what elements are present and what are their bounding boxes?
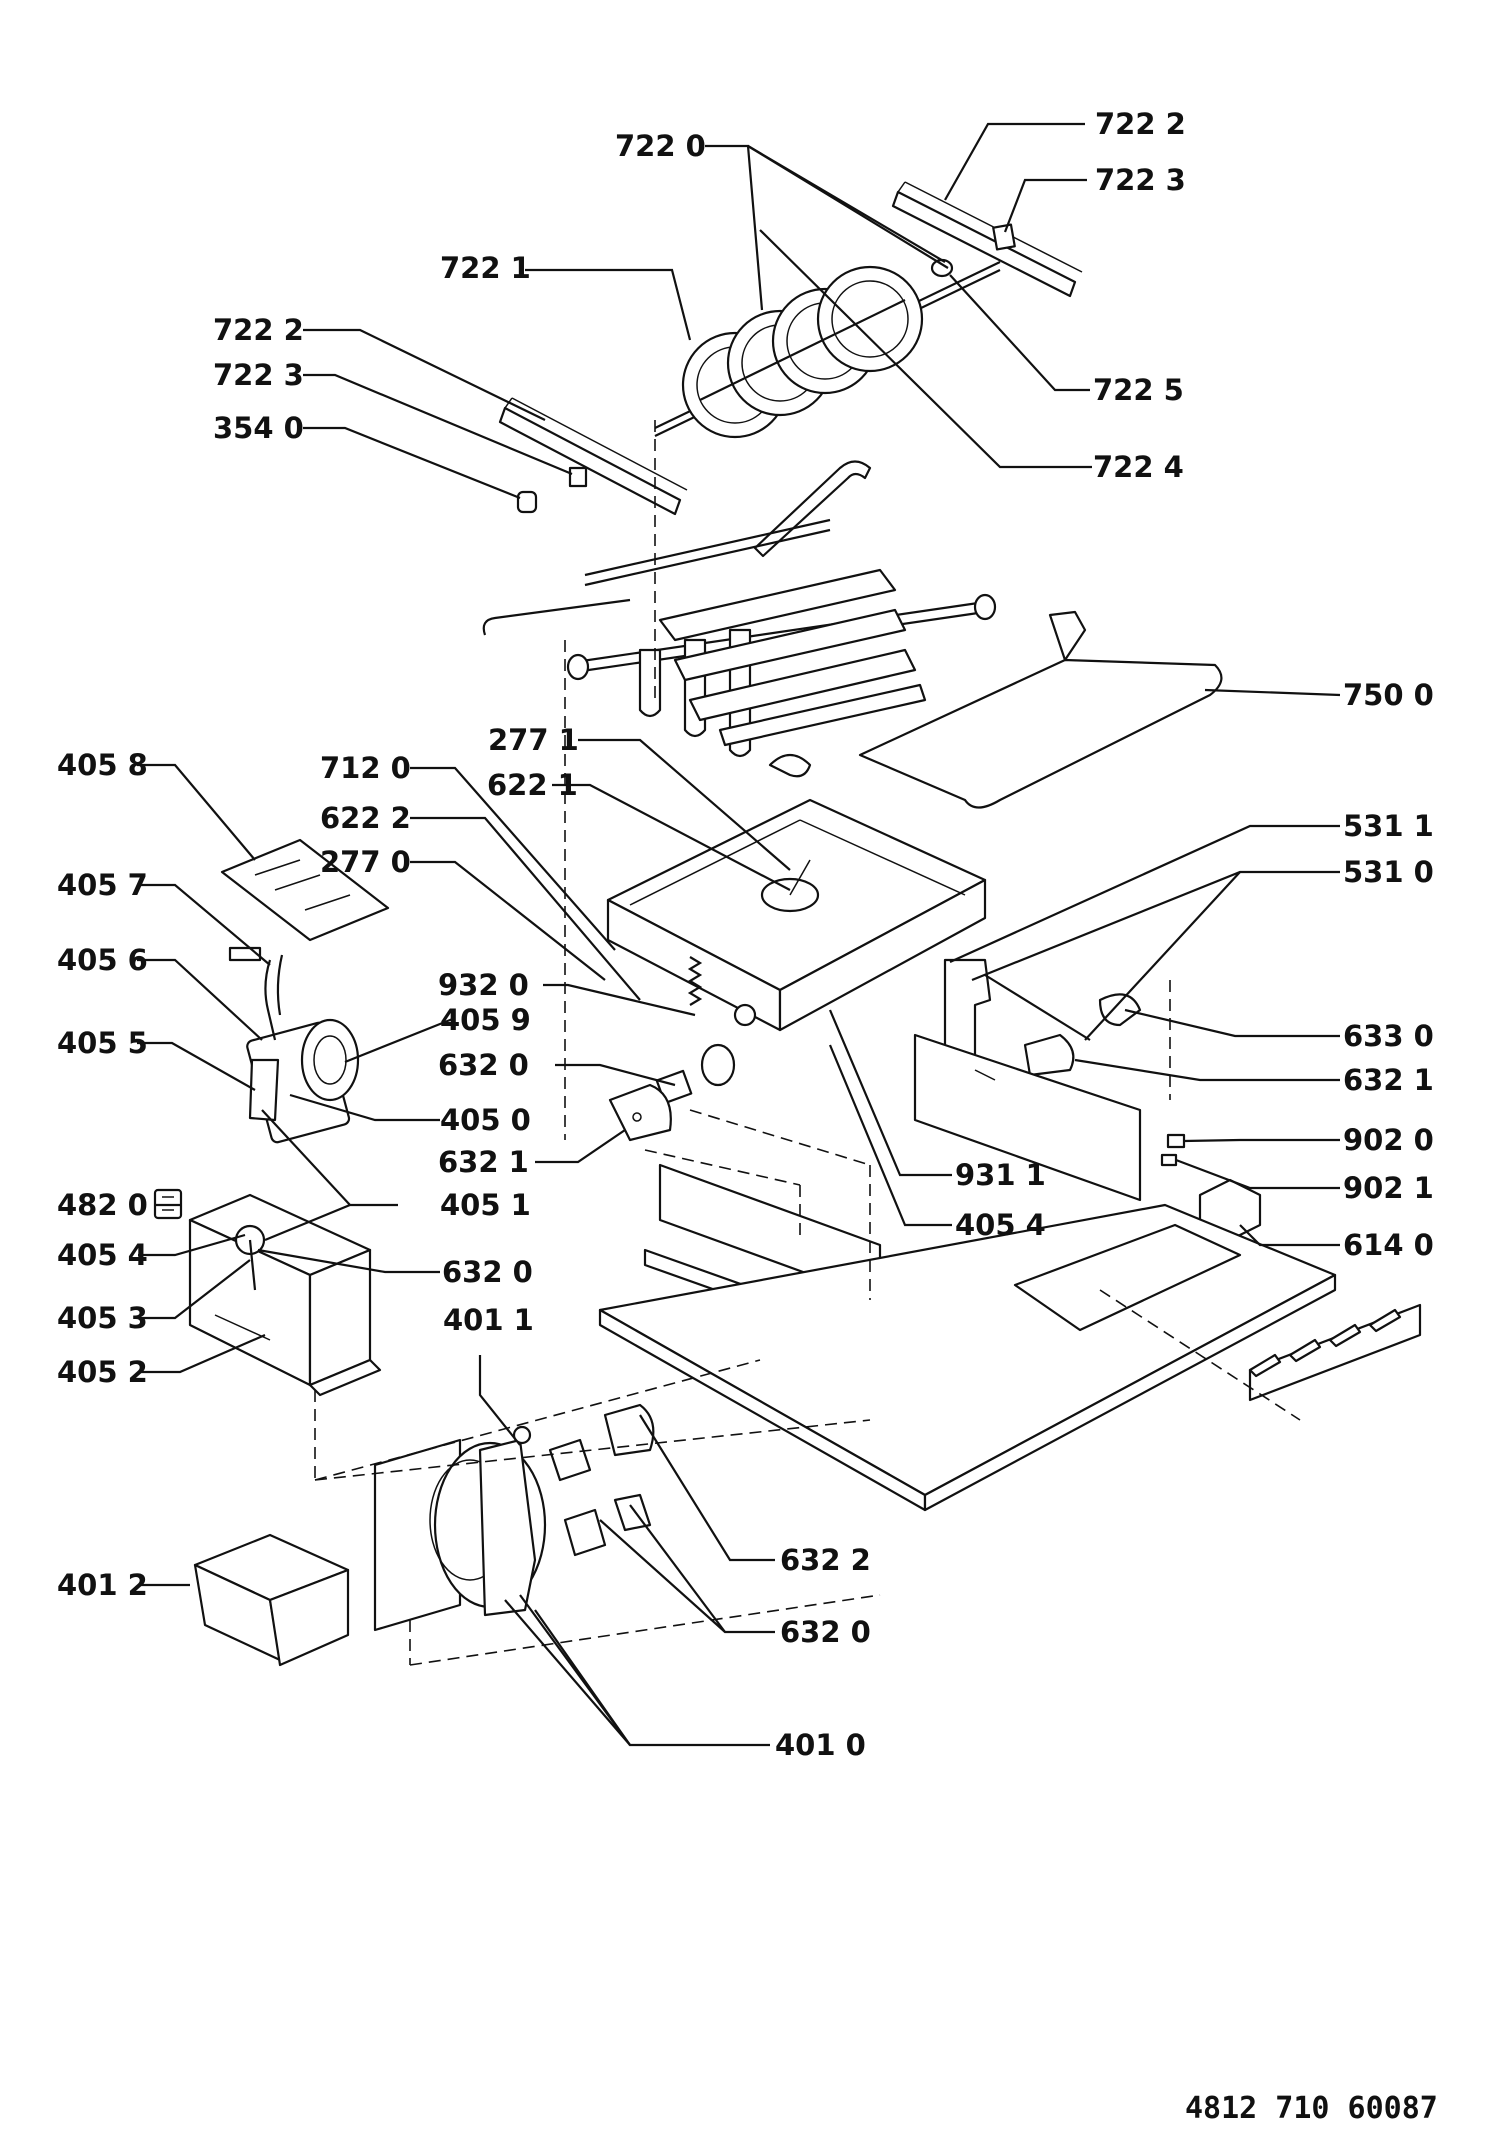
callout-4820: 482 0 xyxy=(57,1188,148,1222)
callout-2770: 277 0 xyxy=(320,845,411,879)
callout-6221: 622 1 xyxy=(487,768,578,802)
ice-tray-part-7120 xyxy=(606,753,987,1032)
callout-labels: 722 2 722 3 722 0 722 1 722 2 722 3 722 … xyxy=(57,107,1434,1762)
callout-7222-a: 722 2 xyxy=(1095,107,1186,141)
callout-5311: 531 1 xyxy=(1343,809,1434,843)
connector-part-9020 xyxy=(1160,1133,1186,1167)
callout-7223-b: 722 3 xyxy=(213,358,304,392)
switch-part-6330 xyxy=(1098,993,1142,1027)
callout-9311: 931 1 xyxy=(955,1158,1046,1192)
callout-7224: 722 4 xyxy=(1093,450,1184,484)
callout-5310: 531 0 xyxy=(1343,855,1434,889)
switch-part-6322 xyxy=(548,1403,655,1482)
rail-part-7222-right xyxy=(891,181,1083,298)
callout-4058: 405 8 xyxy=(57,748,148,782)
terminal-block xyxy=(1248,1303,1422,1402)
bushing-part-3540 xyxy=(516,490,538,514)
callout-6140: 614 0 xyxy=(1343,1228,1434,1262)
base-plate xyxy=(598,1203,1337,1512)
switch-part-6321-right xyxy=(1023,1033,1075,1077)
callout-6330: 633 0 xyxy=(1343,1019,1434,1053)
callout-6322: 632 2 xyxy=(780,1543,871,1577)
callout-9320: 932 0 xyxy=(438,968,529,1002)
bushing-part-7225 xyxy=(930,258,954,278)
evaporator-tubes xyxy=(638,568,927,758)
callout-4052: 405 2 xyxy=(57,1355,148,1389)
callout-4054-b: 405 4 xyxy=(955,1208,1046,1242)
callout-3540: 354 0 xyxy=(213,411,304,445)
spring-part-9320 xyxy=(687,956,757,1027)
callout-7223-a: 722 3 xyxy=(1095,163,1186,197)
callout-6320-c: 632 0 xyxy=(780,1615,871,1649)
motor-part-4050 xyxy=(228,946,360,1144)
callout-7500: 750 0 xyxy=(1343,678,1434,712)
callout-6320-a: 632 0 xyxy=(438,1048,529,1082)
assembly-guide-lines xyxy=(314,420,1301,1666)
clip-part-7223-right xyxy=(992,223,1016,251)
switch-part-6320-mid xyxy=(655,1043,736,1105)
leader-lines xyxy=(137,122,1341,1747)
clip-part-7223-left xyxy=(568,466,588,488)
switch-part-6320-low xyxy=(563,1493,652,1557)
callout-4011: 401 1 xyxy=(443,1303,534,1337)
callout-7225: 722 5 xyxy=(1093,373,1184,407)
cover-plate-part-4058 xyxy=(220,838,390,942)
callout-4057: 405 7 xyxy=(57,868,148,902)
callout-7222-b: 722 2 xyxy=(213,313,304,347)
lever-part-4054-left xyxy=(234,1224,266,1291)
evaporator-part-2771 xyxy=(482,460,997,758)
callout-4053: 405 3 xyxy=(57,1301,148,1335)
callout-7220: 722 0 xyxy=(615,129,706,163)
callout-7120: 712 0 xyxy=(320,751,411,785)
callout-9020: 902 0 xyxy=(1343,1123,1434,1157)
callout-4050: 405 0 xyxy=(440,1103,531,1137)
auger-wheels-part-7220 xyxy=(654,261,1001,439)
callout-6321-b: 632 1 xyxy=(438,1145,529,1179)
gear-motor-part-4010 xyxy=(373,1425,547,1632)
auger-wheel-4 xyxy=(816,265,924,373)
switch-part-6321-left xyxy=(608,1083,672,1142)
callout-7221: 722 1 xyxy=(440,251,531,285)
callout-6321-a: 632 1 xyxy=(1343,1063,1434,1097)
callout-6222: 622 2 xyxy=(320,801,411,835)
back-plate-part xyxy=(913,1033,1142,1202)
callout-4056: 405 6 xyxy=(57,943,148,977)
callout-6320-b: 632 0 xyxy=(442,1255,533,1289)
callout-2771: 277 1 xyxy=(488,723,579,757)
document-number: 4812 710 60087 xyxy=(1185,2091,1438,2126)
callout-4012: 401 2 xyxy=(57,1568,148,1602)
housing-part-4051 xyxy=(188,1193,382,1397)
callout-9021: 902 1 xyxy=(1343,1171,1434,1205)
callout-4010: 401 0 xyxy=(775,1728,866,1762)
callout-4051: 405 1 xyxy=(440,1188,531,1222)
rail-part-7222-left xyxy=(498,397,688,516)
callout-4054-a: 405 4 xyxy=(57,1238,148,1272)
callout-4055: 405 5 xyxy=(57,1026,148,1060)
callout-4059: 405 9 xyxy=(440,1003,531,1037)
cover-part-4012 xyxy=(193,1533,350,1667)
trough-part-7500 xyxy=(858,610,1223,809)
